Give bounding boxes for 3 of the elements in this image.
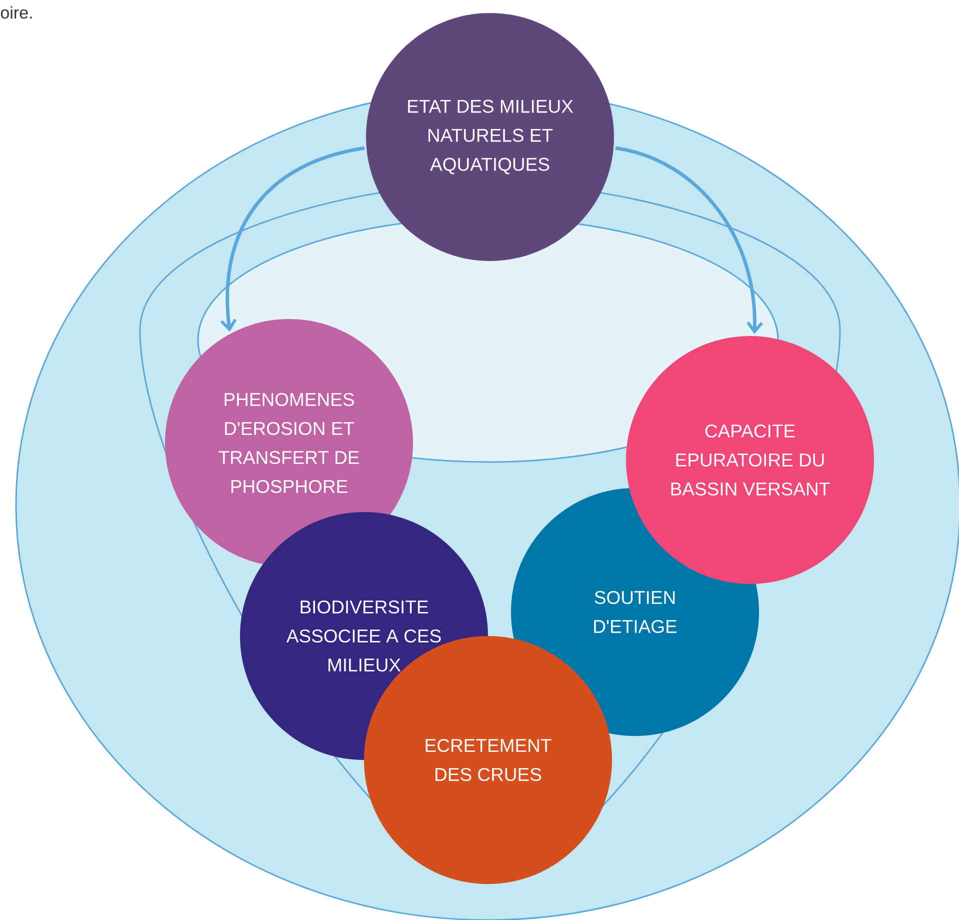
curved-arrow [615, 146, 763, 334]
curved-arrow [220, 146, 365, 332]
text-fragment: oire. [0, 6, 32, 19]
